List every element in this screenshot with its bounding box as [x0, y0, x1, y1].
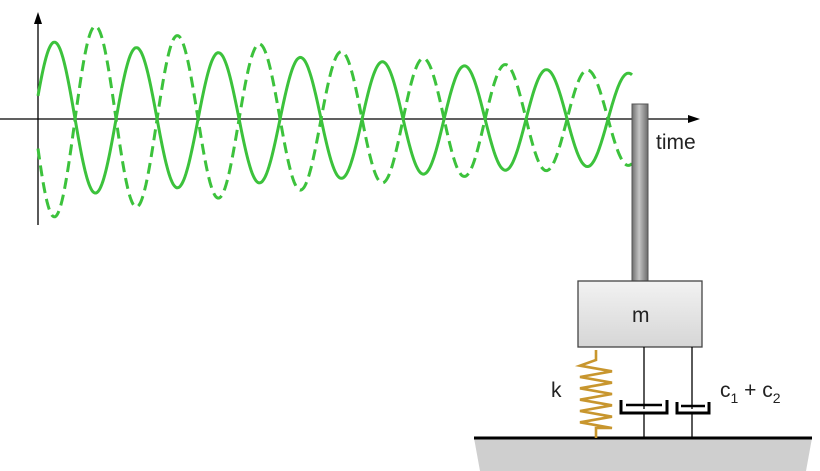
mass-block — [577, 280, 703, 348]
y-axis-arrowhead — [34, 12, 42, 24]
damping-plus-c2: + c — [738, 379, 772, 402]
displacement-wave-solid — [36, 40, 634, 195]
time-axis-label: time — [656, 131, 696, 154]
ground-shadow — [474, 438, 812, 471]
damping-c1-subscript: 1 — [731, 390, 739, 406]
displacement-wave-dashed — [36, 24, 634, 219]
damping-c2-subscript: 2 — [773, 390, 781, 406]
damper-2-cup — [675, 402, 711, 415]
rod — [631, 103, 649, 282]
damping-label: c1 + c2 — [720, 379, 781, 406]
x-axis-arrowhead — [688, 115, 700, 123]
spring — [574, 350, 613, 438]
mass-label: m — [632, 304, 650, 327]
spring-label: k — [551, 379, 562, 402]
damping-c1-base: c — [720, 379, 731, 402]
